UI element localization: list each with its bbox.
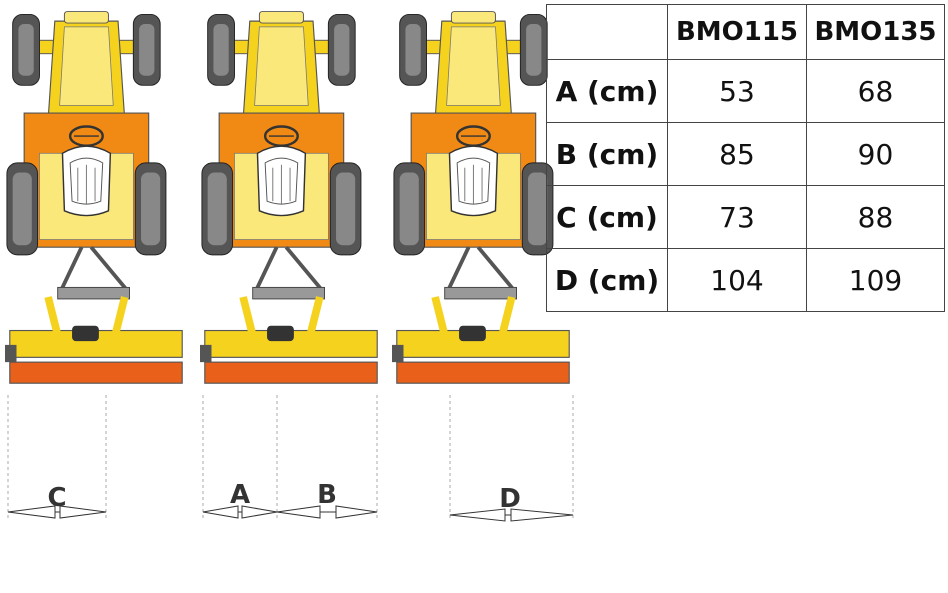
table-row: C (cm) 73 88 bbox=[546, 185, 945, 249]
cell-a-bmo135: 68 bbox=[806, 59, 945, 123]
table-row: D (cm) 104 109 bbox=[546, 248, 945, 312]
cell-b-bmo115: 85 bbox=[667, 122, 807, 186]
dim-label-b: B bbox=[317, 480, 337, 510]
cell-c-bmo115: 73 bbox=[667, 185, 807, 249]
dim-label-a: A bbox=[230, 480, 250, 510]
table-header-row: BMO115 BMO135 bbox=[546, 4, 945, 60]
arrow-b-left bbox=[276, 505, 321, 519]
row-label-c: C (cm) bbox=[546, 185, 668, 249]
cell-d-bmo135: 109 bbox=[806, 248, 945, 312]
arrow-c-left bbox=[7, 505, 56, 519]
dim-label-c: C bbox=[47, 483, 66, 513]
arrow-a-right bbox=[241, 505, 278, 519]
dimensions-table: BMO115 BMO135 A (cm) 53 68 B (cm) 85 90 … bbox=[546, 4, 945, 312]
tractor-right bbox=[392, 12, 569, 384]
row-label-d: D (cm) bbox=[546, 248, 668, 312]
arrow-d-right bbox=[510, 508, 574, 522]
mower-dimension-diagram: C A B D bbox=[0, 0, 574, 522]
cell-b-bmo135: 90 bbox=[806, 122, 945, 186]
arrow-d-left bbox=[449, 508, 506, 522]
dim-label-d: D bbox=[499, 484, 521, 514]
arrow-c-right bbox=[59, 505, 107, 519]
row-label-a: A (cm) bbox=[546, 59, 668, 123]
table-corner-cell bbox=[546, 4, 668, 60]
arrow-b-right bbox=[335, 505, 378, 519]
arrow-a-left bbox=[202, 505, 239, 519]
cell-a-bmo115: 53 bbox=[667, 59, 807, 123]
tractor-center bbox=[200, 12, 377, 384]
table-row: A (cm) 53 68 bbox=[546, 59, 945, 123]
row-label-b: B (cm) bbox=[546, 122, 668, 186]
table-row: B (cm) 85 90 bbox=[546, 122, 945, 186]
tractor-left bbox=[5, 12, 182, 384]
column-header-bmo115: BMO115 bbox=[667, 4, 807, 60]
cell-c-bmo135: 88 bbox=[806, 185, 945, 249]
cell-d-bmo115: 104 bbox=[667, 248, 807, 312]
column-header-bmo135: BMO135 bbox=[806, 4, 945, 60]
